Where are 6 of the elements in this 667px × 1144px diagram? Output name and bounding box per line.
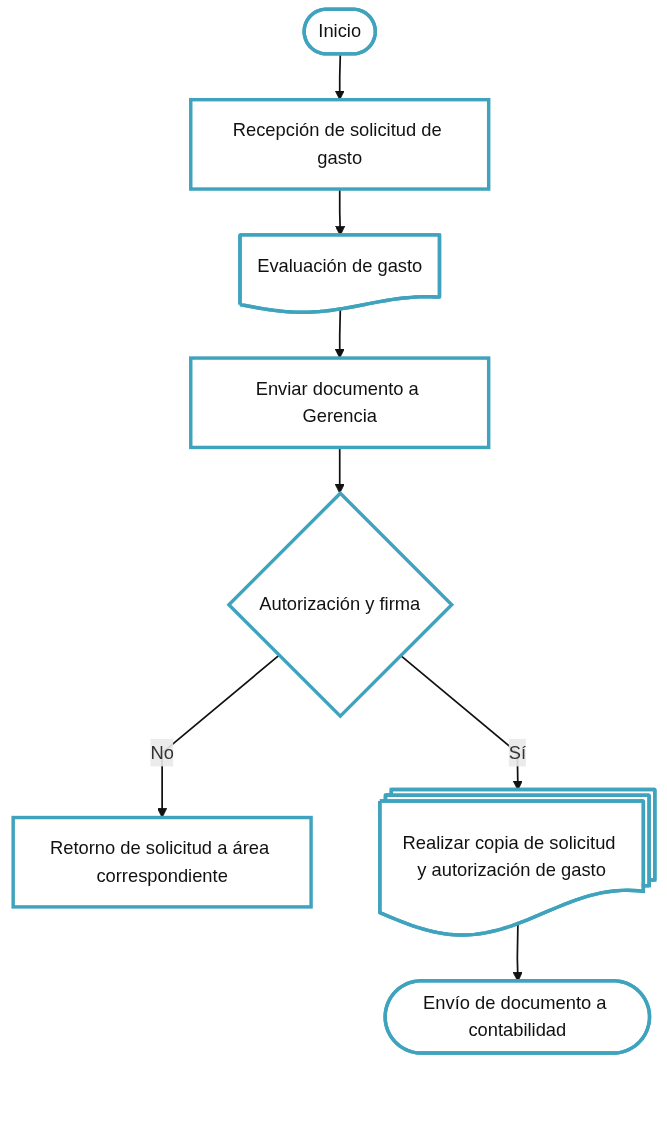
edge-label: No xyxy=(149,742,174,762)
node-box: Enviar documento a Gerencia xyxy=(188,356,490,450)
node-box: Recepción de solicitud de gasto xyxy=(188,97,490,191)
node-box: Retorno de solicitud a área correspondiente xyxy=(10,815,313,909)
edge-label: Sí xyxy=(508,742,526,762)
node-diamond: Autorización y firma xyxy=(225,490,454,719)
